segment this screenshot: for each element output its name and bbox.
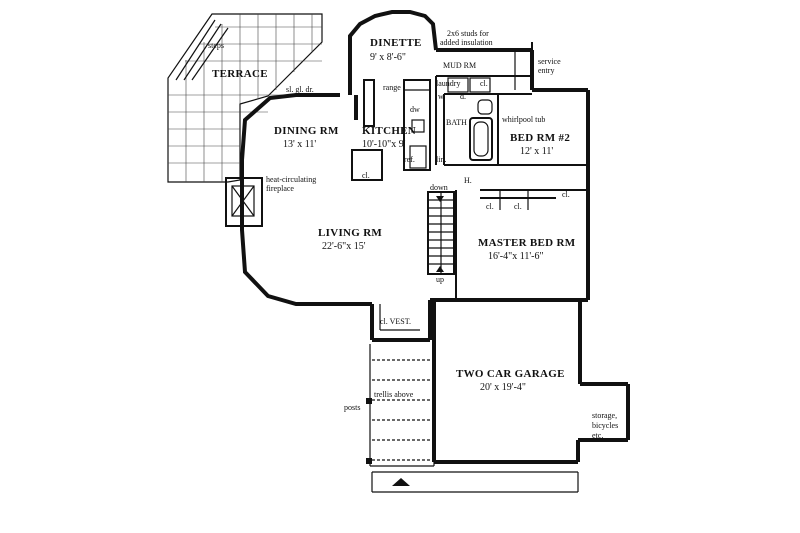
- posts-label: posts: [344, 403, 360, 412]
- kitchen-dim: 10'-10"x 9': [362, 139, 406, 150]
- service-entry-1: service: [538, 57, 561, 66]
- dishwasher-label: dw: [410, 105, 420, 114]
- fireplace-label-1: heat-circulating: [266, 175, 316, 184]
- studs-note-1: 2x6 studs for: [447, 29, 489, 38]
- bed2-dim: 12' x 11': [520, 146, 553, 157]
- dinette-label: DINETTE: [370, 37, 422, 49]
- interior-walls: [225, 75, 588, 331]
- master-label: MASTER BED RM: [478, 237, 576, 249]
- mudroom-label: MUD RM: [443, 61, 476, 70]
- dryer-label: d.: [460, 92, 466, 101]
- sliding-door-label: sl. gl. dr.: [286, 85, 314, 94]
- living-dim: 22'-6"x 15': [322, 241, 366, 252]
- bed2-closet-label: cl.: [562, 190, 570, 199]
- dining-label: DINING RM: [274, 125, 339, 137]
- refrigerator-label: ref.: [404, 155, 415, 164]
- steps-label: steps: [208, 41, 224, 50]
- service-entry-2: entry: [538, 66, 554, 75]
- laundry-label: laundry: [436, 79, 460, 88]
- washer-label: w.: [438, 92, 445, 101]
- bed2-label: BED RM #2: [510, 132, 570, 144]
- stair-up-label: up: [436, 275, 444, 284]
- bath-label: BATH: [446, 118, 467, 127]
- dinette-dim: 9' x 8'-6": [370, 52, 406, 63]
- garage-label: TWO CAR GARAGE: [456, 368, 565, 380]
- storage-label-2: bicycles: [592, 421, 618, 430]
- exterior-walls: [240, 10, 630, 464]
- stair-down-label: down: [430, 183, 448, 192]
- studs-note-2: added insulation: [440, 38, 493, 47]
- storage-label-1: storage,: [592, 411, 617, 420]
- vestibule-label: cl. VEST.: [380, 317, 411, 326]
- linen-label: lin.: [436, 155, 446, 164]
- master-closet-2: cl.: [514, 202, 522, 211]
- master-closet-1: cl.: [486, 202, 494, 211]
- whirlpool-label: whirlpool tub: [502, 115, 545, 124]
- living-label: LIVING RM: [318, 227, 382, 239]
- hall-label: H.: [464, 176, 472, 185]
- dining-dim: 13' x 11': [283, 139, 316, 150]
- fireplace-label-2: fireplace: [266, 184, 294, 193]
- trellis-label: trellis above: [374, 390, 414, 399]
- garage-dim: 20' x 19'-4": [480, 382, 526, 393]
- mudroom-closet-label: cl.: [480, 79, 488, 88]
- terrace-area: [167, 13, 323, 183]
- storage-label-3: etc.: [592, 431, 603, 440]
- master-dim: 16'-4"x 11'-6": [488, 251, 544, 262]
- trellis-porch: [366, 340, 579, 493]
- range-label: range: [383, 83, 401, 92]
- kitchen-closet-label: cl.: [362, 171, 370, 180]
- terrace-label: TERRACE: [212, 68, 268, 80]
- kitchen-label: KITCHEN: [362, 125, 416, 137]
- room-labels: steps TERRACE DINETTE 9' x 8'-6" 2x6 stu…: [208, 29, 618, 440]
